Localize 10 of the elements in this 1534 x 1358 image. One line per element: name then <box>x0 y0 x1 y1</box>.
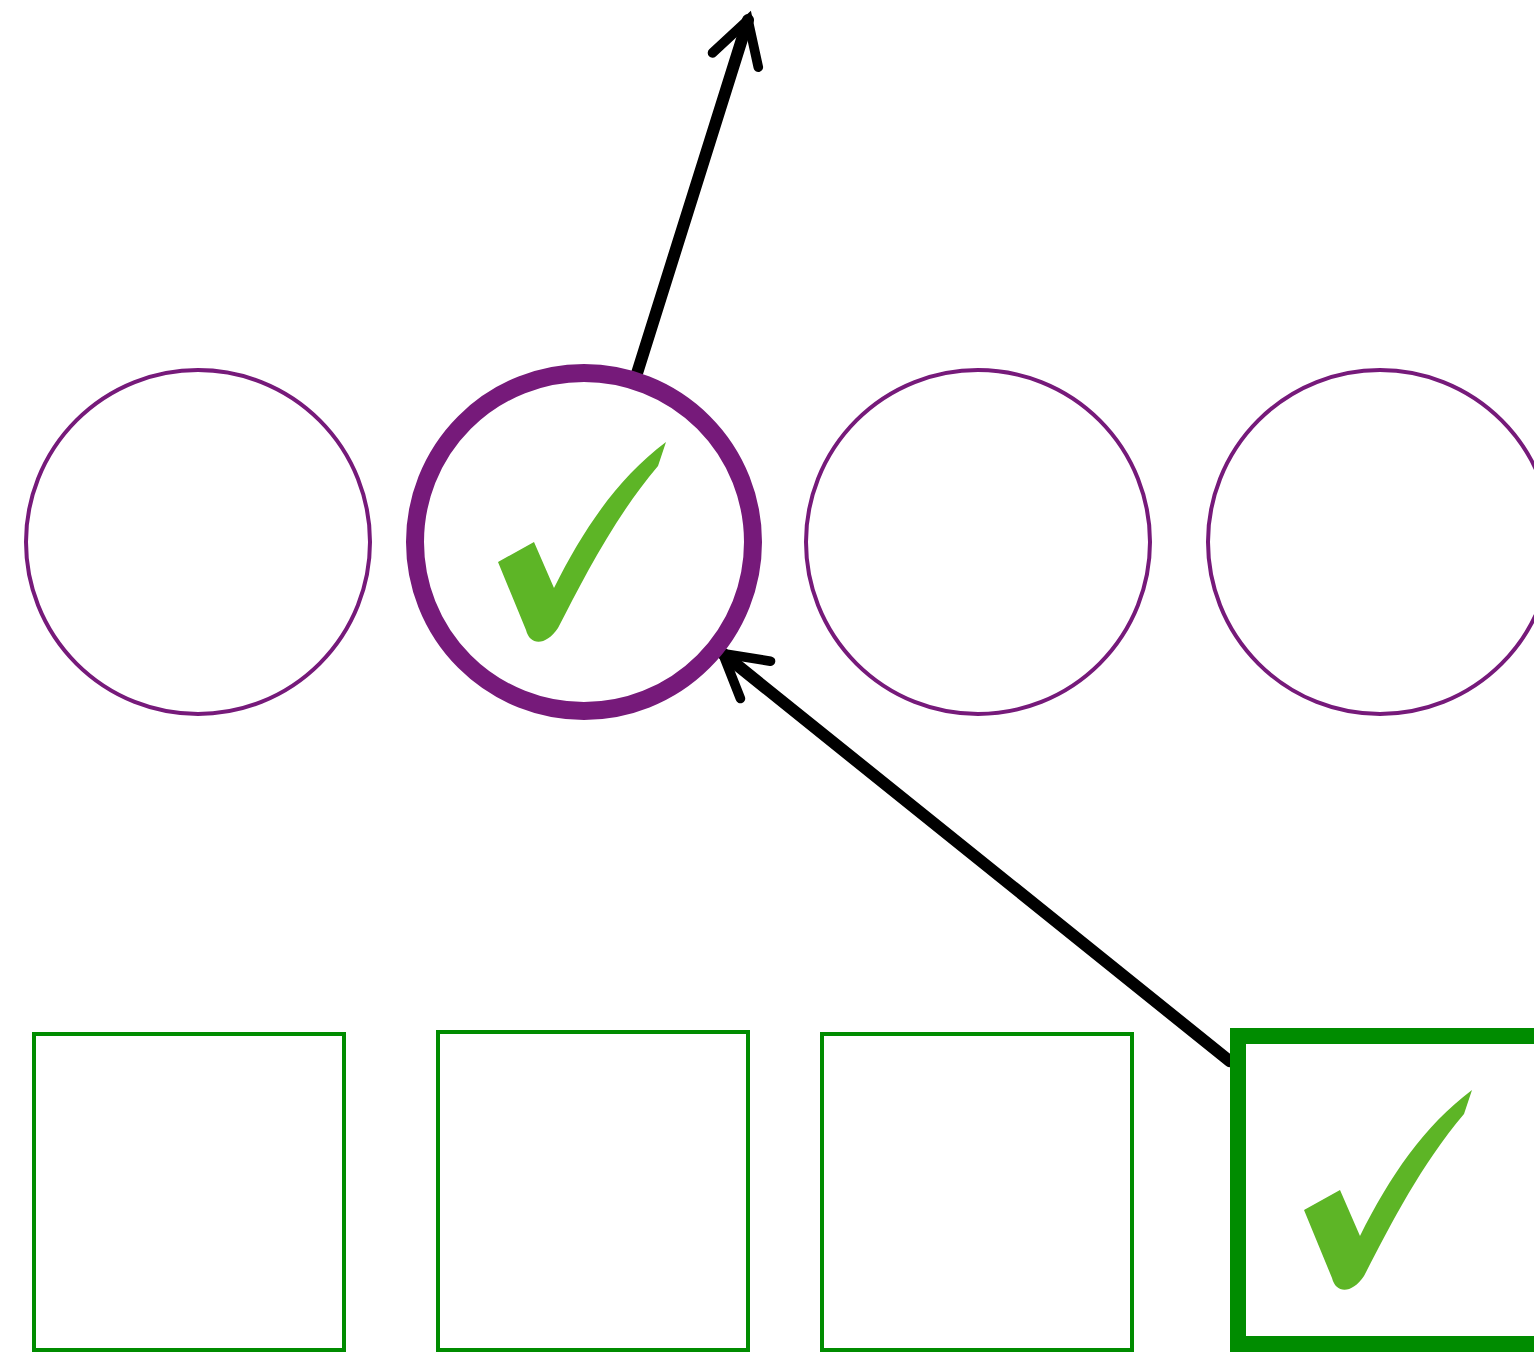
checked-square <box>1230 1028 1534 1352</box>
circle <box>1206 368 1534 716</box>
circle <box>804 368 1152 716</box>
square <box>820 1032 1134 1352</box>
circle <box>24 368 372 716</box>
square <box>436 1030 750 1352</box>
arrow <box>716 647 1236 1068</box>
arrow <box>631 14 764 379</box>
checked-circle <box>406 364 762 720</box>
square <box>32 1032 346 1352</box>
